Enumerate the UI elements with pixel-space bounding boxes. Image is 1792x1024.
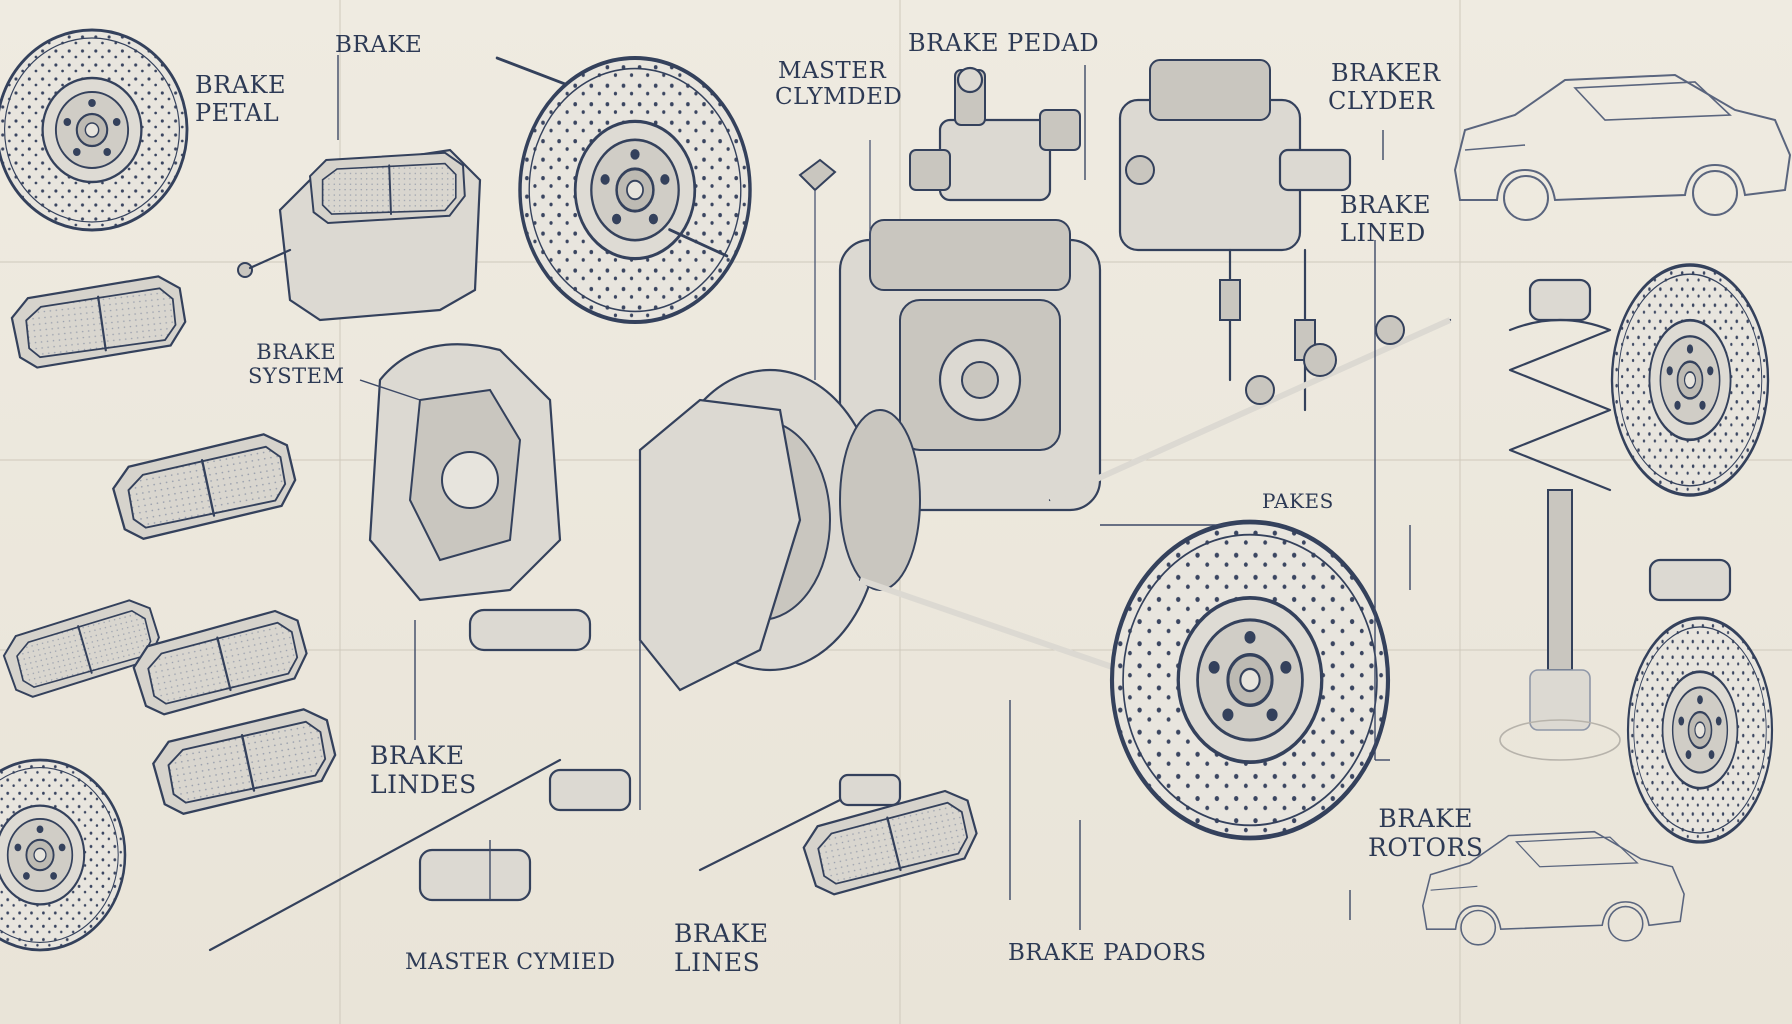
rotor-right-lower: [1626, 616, 1774, 844]
central-brake-assembly: [638, 219, 1102, 692]
drilled-rotor-top-center: [495, 56, 752, 324]
rotor-right-upper: [1610, 263, 1770, 497]
coil-spring-strut: [1499, 278, 1621, 761]
brake-pedal-unit: [909, 66, 1081, 202]
axle-shaft: [858, 315, 1452, 683]
label-pakes: PAKES: [1262, 489, 1334, 513]
rotor-top-left: [0, 28, 189, 232]
label-brake-pador: BRAKE PADORS: [1008, 940, 1207, 966]
caliper-pads-top: [237, 148, 482, 322]
label-brake-pedad: BRAKE PEDAD: [908, 29, 1100, 57]
label-master-cymied: MASTER CYMIED: [405, 950, 616, 975]
leader-lines: [337, 55, 1411, 930]
car-sketch-top-right: [1454, 74, 1791, 221]
rotor-bottom-left: [0, 758, 127, 952]
brake-caliper-left: [368, 343, 562, 602]
drilled-rotor-bottom-center: [1112, 522, 1388, 838]
small-fittings: [208, 140, 1732, 952]
braker-cylinder-unit: [1118, 59, 1352, 412]
label-brake: BRAKE: [335, 32, 423, 58]
